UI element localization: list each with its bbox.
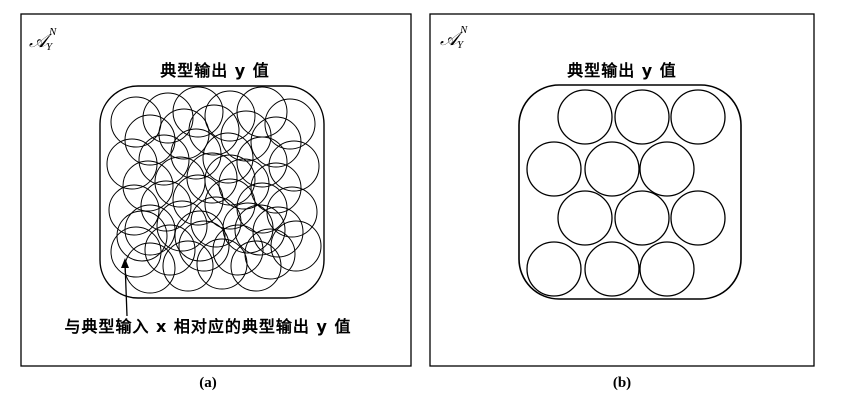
overlap-circle — [202, 132, 254, 184]
panel-a-output-region — [99, 85, 325, 299]
overlap-circle — [170, 128, 222, 180]
packed-circle — [557, 89, 613, 145]
panel-b-packed-circles — [526, 89, 726, 297]
overlap-circle — [264, 98, 316, 150]
packed-circle — [614, 89, 670, 145]
overlap-circle — [204, 178, 256, 230]
overlap-circle — [124, 242, 176, 294]
overlap-circle — [234, 204, 286, 256]
panel-b-output-region — [518, 84, 742, 300]
packed-circle — [584, 141, 640, 197]
panel-a: 𝒜 N Y 典型输出 y 值 与典型输入 x 相对应的典型输出 y 值 — [20, 13, 412, 367]
overlap-circle — [268, 140, 320, 192]
panel-a-title: 典型输出 y 值 — [160, 61, 270, 80]
overlap-circle — [144, 224, 196, 276]
overlap-circle — [222, 202, 274, 254]
packed-circle — [670, 190, 726, 246]
overlap-circle — [252, 206, 304, 258]
overlap-circle — [156, 200, 208, 252]
overlap-circle — [190, 196, 242, 248]
overlap-circle — [236, 136, 288, 188]
packed-circle — [557, 190, 613, 246]
overlap-circle — [172, 174, 224, 226]
panel-a-frame — [20, 13, 412, 367]
panel-a-space-symbol: 𝒜 N Y — [29, 26, 57, 53]
overlap-circle — [108, 184, 160, 236]
overlap-circle — [186, 152, 238, 204]
panel-b-frame — [429, 13, 815, 367]
packed-circle — [639, 241, 695, 297]
overlap-circle — [116, 210, 168, 262]
overlap-circle — [196, 238, 248, 290]
panel-b-caption: (b) — [613, 375, 631, 391]
overlap-circle — [174, 210, 226, 262]
panel-a-space-symbol-sub: Y — [46, 41, 54, 53]
overlap-circle — [250, 116, 302, 168]
overlap-circle — [204, 154, 256, 206]
overlap-circle — [230, 240, 282, 292]
overlap-circle — [178, 220, 230, 272]
overlap-circle — [212, 224, 264, 276]
overlap-circle — [220, 110, 272, 162]
panel-a-arrow-head — [121, 258, 129, 268]
panel-b-title: 典型输出 y 值 — [567, 61, 677, 80]
overlap-circle — [218, 158, 270, 210]
overlap-circle — [236, 86, 288, 138]
overlap-circle — [124, 114, 176, 166]
panel-b: 𝒜 N Y 典型输出 y 值 — [429, 13, 815, 367]
overlap-circle — [122, 160, 174, 212]
overlap-circle — [138, 134, 190, 186]
overlap-circle — [162, 240, 214, 292]
packed-circle — [584, 241, 640, 297]
panel-b-space-symbol-sub: Y — [457, 39, 465, 51]
packed-circle — [670, 89, 726, 145]
overlap-circle — [158, 108, 210, 160]
packed-circle — [526, 141, 582, 197]
panel-a-caption: (a) — [199, 375, 217, 391]
panel-b-space-symbol: 𝒜 N Y — [440, 24, 468, 51]
panel-a-arrow-shaft — [124, 261, 128, 317]
overlap-circle — [142, 92, 194, 144]
overlap-circle — [270, 220, 322, 272]
overlap-circle — [140, 180, 192, 232]
packed-circle — [614, 190, 670, 246]
panel-b-space-symbol-sup: N — [459, 24, 468, 36]
panel-a-space-symbol-sup: N — [48, 26, 57, 38]
overlap-circle — [250, 162, 302, 214]
panel-a-annotation-arrow — [121, 258, 129, 317]
panel-a-annotation: 与典型输入 x 相对应的典型输出 y 值 — [64, 317, 351, 336]
packed-circle — [639, 141, 695, 197]
overlap-circle — [188, 104, 240, 156]
overlap-circle — [106, 138, 158, 190]
panel-a-overlapping-circles — [106, 86, 322, 294]
overlap-circle — [110, 96, 162, 148]
packed-circle — [526, 241, 582, 297]
overlap-circle — [204, 90, 256, 142]
